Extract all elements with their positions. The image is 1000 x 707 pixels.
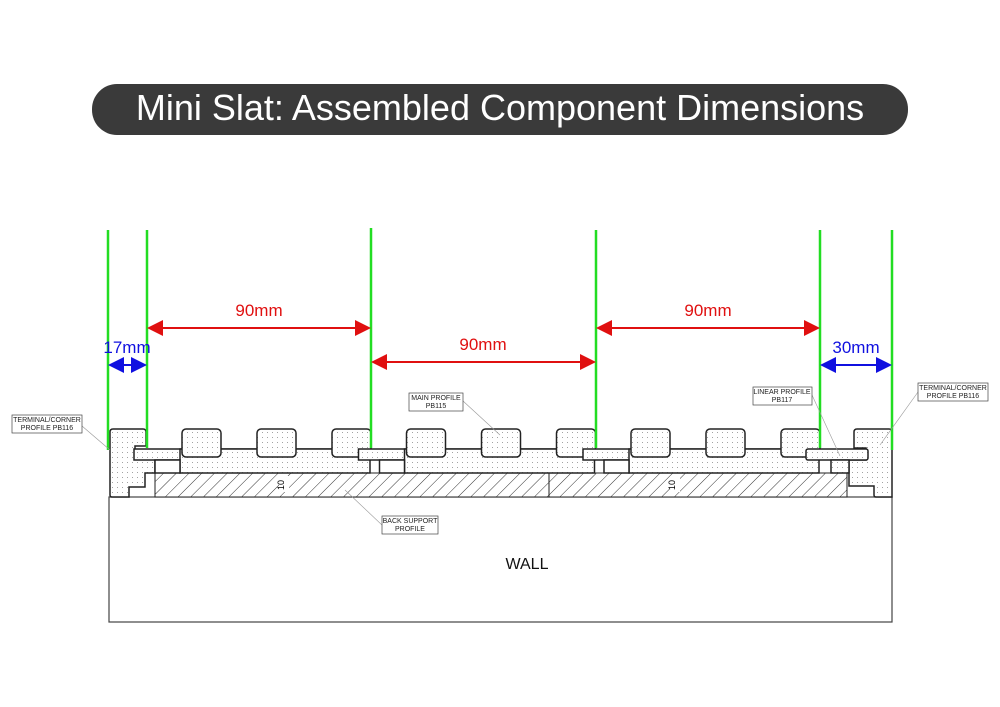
svg-text:PB115: PB115 — [426, 403, 447, 410]
thickness-mark-2: 10 — [667, 476, 680, 492]
page-title: Mini Slat: Assembled Component Dimension… — [136, 87, 864, 128]
thickness-mark-1: 10 — [276, 476, 289, 492]
svg-text:PROFILE PB116: PROFILE PB116 — [21, 425, 74, 432]
main-profile-gap — [154, 459, 181, 474]
terminal-profile-right — [848, 428, 893, 498]
svg-text:BACK SUPPORT: BACK SUPPORT — [383, 518, 438, 525]
callout-terminal-right: TERMINAL/CORNER PROFILE PB116 — [879, 382, 989, 446]
main-profile-slat — [256, 428, 297, 458]
svg-text:17mm: 17mm — [103, 338, 150, 357]
dimension-17mm: 17mm — [103, 338, 151, 373]
main-profile-gap — [603, 459, 630, 474]
main-profile-gap — [378, 459, 406, 474]
svg-text:10: 10 — [276, 480, 286, 490]
callout-linear-profile: LINEAR PROFILE PB117 — [752, 386, 841, 457]
dimension-90mm-2: 90mm — [371, 335, 596, 370]
svg-text:30mm: 30mm — [832, 338, 879, 357]
svg-text:90mm: 90mm — [235, 301, 282, 320]
svg-text:TERMINAL/CORNER: TERMINAL/CORNER — [13, 417, 81, 424]
svg-text:MAIN PROFILE: MAIN PROFILE — [411, 395, 461, 402]
dimension-90mm-1: 90mm — [147, 301, 371, 336]
callout-terminal-left: TERMINAL/CORNER PROFILE PB116 — [11, 414, 111, 451]
callout-back-support: BACK SUPPORT PROFILE — [344, 489, 439, 535]
svg-text:LINEAR PROFILE: LINEAR PROFILE — [753, 389, 811, 396]
back-support-profile — [154, 472, 848, 498]
linear-profile — [805, 448, 869, 461]
svg-text:PROFILE PB116: PROFILE PB116 — [927, 393, 980, 400]
title-banner: Mini Slat: Assembled Component Dimension… — [92, 84, 908, 135]
dimension-30mm: 30mm — [820, 338, 892, 373]
svg-text:10: 10 — [667, 480, 677, 490]
linear-profile-stem — [830, 459, 850, 474]
svg-text:TERMINAL/CORNER: TERMINAL/CORNER — [919, 385, 987, 392]
dimension-90mm-3: 90mm — [596, 301, 820, 336]
main-profile-slat — [630, 428, 671, 458]
main-profile-slat — [480, 428, 522, 458]
svg-text:PROFILE: PROFILE — [395, 526, 425, 533]
svg-text:90mm: 90mm — [684, 301, 731, 320]
svg-text:90mm: 90mm — [459, 335, 506, 354]
callout-main-profile: MAIN PROFILE PB115 — [408, 392, 501, 436]
svg-text:PB117: PB117 — [772, 397, 793, 404]
wall-label: WALL — [506, 556, 549, 573]
main-profile-slat — [405, 428, 447, 458]
slat-profiles — [109, 428, 893, 498]
guide-lines — [106, 228, 894, 450]
main-profile-slat — [181, 428, 222, 458]
main-profile-slat — [705, 428, 746, 458]
wall: WALL — [108, 496, 893, 623]
